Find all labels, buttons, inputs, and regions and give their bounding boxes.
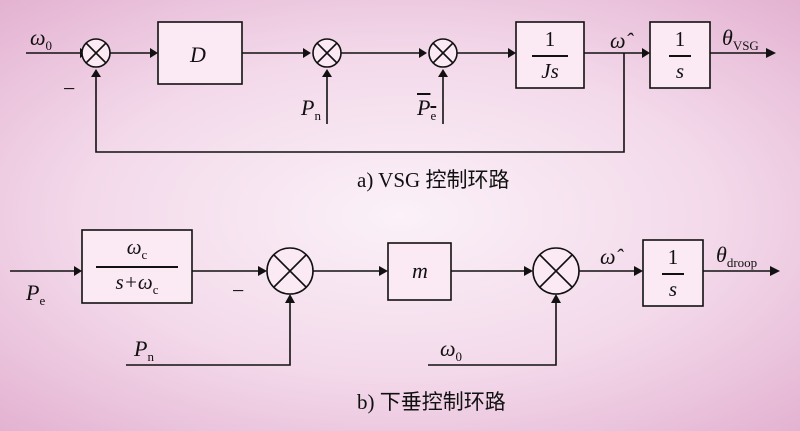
- arrowhead: [642, 48, 650, 58]
- droop-output-label: θdroop: [716, 242, 758, 270]
- arrowhead: [379, 266, 388, 276]
- arrowhead: [258, 266, 267, 276]
- droop-output-subscript: droop: [726, 255, 758, 270]
- droop-filter-den-expression: s+ω: [115, 269, 153, 294]
- vsg-feedback-wire: [95, 53, 625, 153]
- droop-omega0-subscript: 0: [455, 349, 463, 364]
- droop-integrator-denominator: s: [668, 276, 678, 301]
- vsg-pe-subscript: e: [430, 108, 437, 123]
- vsg-caption: a) VSG 控制环路: [357, 168, 510, 192]
- vsg-inertia-transfer-function: 1 Js: [516, 29, 584, 82]
- droop-summing-junction-2: [532, 247, 580, 295]
- droop-summing-junction-1: [266, 247, 314, 295]
- droop-pn-wire: [126, 303, 291, 366]
- droop-pn-subscript: n: [147, 349, 154, 364]
- arrowhead: [508, 48, 516, 58]
- droop-omega0-label: ω0: [440, 336, 463, 364]
- droop-filter-numerator: ωc: [126, 235, 148, 262]
- vsg-input-label: ω0: [30, 25, 53, 53]
- droop-minus-sign: −: [232, 278, 245, 303]
- droop-pn-label: Pn: [134, 336, 154, 364]
- vsg-pn-symbol: P: [301, 95, 315, 120]
- droop-omega-hat-label: ω̂: [600, 244, 616, 269]
- vsg-integrator-transfer-function: 1 s: [650, 29, 710, 82]
- vsg-feedback-minus-sign: −: [63, 76, 76, 101]
- droop-filter-num-subscript: c: [141, 247, 148, 262]
- droop-filter-denominator: s+ωc: [115, 269, 159, 297]
- arrowhead: [419, 48, 427, 58]
- fraction-bar: [669, 55, 691, 57]
- arrowhead: [91, 69, 101, 77]
- vsg-pn-label: Pn: [301, 95, 321, 123]
- arrowhead: [150, 48, 158, 58]
- vsg-input-subscript: 0: [45, 38, 53, 53]
- arrowhead: [524, 266, 533, 276]
- arrowhead: [74, 266, 82, 276]
- droop-integrator-transfer-function: 1 s: [643, 247, 703, 300]
- vsg-integrator-numerator: 1: [674, 27, 686, 51]
- droop-integrator-numerator: 1: [667, 245, 679, 269]
- droop-pn-symbol: P: [134, 336, 148, 361]
- vsg-summing-junction-3: [428, 38, 458, 68]
- fraction-bar: [662, 273, 684, 275]
- vsg-input-symbol: ω: [30, 25, 46, 50]
- droop-output-symbol: θ: [716, 242, 727, 267]
- arrowhead: [766, 48, 776, 58]
- arrowhead: [770, 266, 780, 276]
- vsg-pn-subscript: n: [314, 108, 321, 123]
- arrowhead: [303, 48, 311, 58]
- droop-caption: b) 下垂控制环路: [357, 390, 506, 414]
- droop-gain-label: m: [412, 258, 428, 283]
- fraction-bar: [532, 55, 568, 57]
- vsg-omega-hat-label: ω̂: [610, 28, 626, 53]
- arrowhead: [285, 294, 295, 303]
- arrowhead: [634, 266, 643, 276]
- droop-omega0-wire: [428, 303, 557, 366]
- droop-filter-den-subscript: c: [152, 281, 159, 297]
- vsg-inertia-numerator: 1: [544, 27, 556, 51]
- vsg-summing-junction-2: [312, 38, 342, 68]
- vsg-output-symbol: θ: [722, 25, 733, 50]
- droop-input-subscript: e: [39, 293, 46, 308]
- arrowhead: [438, 69, 448, 77]
- droop-filter-num-symbol: ω: [126, 235, 142, 259]
- vsg-output-subscript: VSG: [732, 38, 759, 53]
- droop-input-label: Pe: [26, 280, 46, 308]
- vsg-integrator-denominator: s: [675, 58, 685, 83]
- droop-filter-transfer-function: ωc s+ωc: [82, 237, 192, 296]
- droop-omega0-symbol: ω: [440, 336, 456, 361]
- arrowhead: [322, 69, 332, 77]
- vsg-pe-label: Pe: [417, 95, 437, 123]
- vsg-summing-junction-1: [81, 38, 111, 68]
- droop-input-symbol: P: [26, 280, 40, 305]
- fraction-bar: [96, 266, 178, 268]
- vsg-damping-label: D: [190, 42, 206, 67]
- vsg-output-label: θVSG: [722, 25, 759, 53]
- vsg-pe-symbol: P: [417, 95, 431, 120]
- arrowhead: [551, 294, 561, 303]
- vsg-inertia-denominator: Js: [541, 58, 559, 83]
